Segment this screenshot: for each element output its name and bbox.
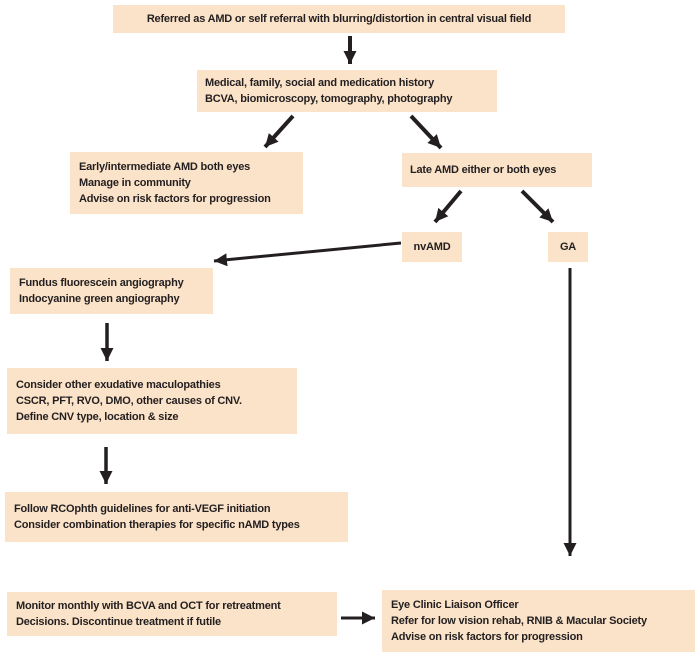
node-nvamd-line: nvAMD [413, 241, 451, 253]
node-early-line: Manage in community [79, 177, 191, 189]
node-guidelines: Follow RCOphth guidelines for anti-VEGF … [5, 492, 348, 542]
node-ga-line: GA [559, 241, 577, 253]
node-monitor-line: Monitor monthly with BCVA and OCT for re… [16, 600, 281, 612]
node-maculopathies-line: CSCR, PFT, RVO, DMO, other causes of CNV… [16, 395, 242, 407]
node-liaison-line: Eye Clinic Liaison Officer [391, 599, 519, 611]
arrow-late-to-nvamd [433, 189, 463, 224]
arrow-nvamd-to-angiography [213, 241, 402, 267]
node-liaison-line: Advise on risk factors for progression [391, 631, 583, 643]
node-ga: GA [548, 232, 588, 262]
node-angiography-line: Indocyanine green angiography [19, 293, 180, 305]
node-referral-line: Referred as AMD or self referral with bl… [146, 13, 532, 25]
node-angiography-line: Fundus fluorescein angiography [19, 277, 184, 289]
arrow-history-to-late [409, 114, 443, 150]
node-eye-clinic-liaison: Eye Clinic Liaison Officer Refer for low… [382, 590, 695, 652]
node-nvamd: nvAMD [402, 232, 462, 262]
node-early-line: Early/intermediate AMD both eyes [79, 161, 251, 173]
node-early-intermediate-amd: Early/intermediate AMD both eyes Manage … [70, 152, 303, 214]
node-monitor-line: Decisions. Discontinue treatment if futi… [16, 616, 221, 628]
arrow-history-to-early [263, 114, 295, 149]
node-history: Medical, family, social and medication h… [197, 70, 497, 112]
arrow-late-to-ga [520, 189, 555, 224]
node-history-line: BCVA, biomicroscopy, tomography, photogr… [205, 93, 453, 105]
node-late-line: Late AMD either or both eyes [410, 164, 557, 176]
node-monitor: Monitor monthly with BCVA and OCT for re… [7, 592, 337, 636]
node-maculopathies-line: Define CNV type, location & size [16, 411, 179, 423]
node-liaison-line: Refer for low vision rehab, RNIB & Macul… [391, 615, 647, 627]
node-early-line: Advise on risk factors for progression [79, 193, 271, 205]
node-maculopathies-line: Consider other exudative maculopathies [16, 379, 221, 391]
node-guidelines-line: Follow RCOphth guidelines for anti-VEGF … [14, 503, 271, 515]
node-angiography: Fundus fluorescein angiography Indocyani… [10, 268, 213, 314]
node-history-line: Medical, family, social and medication h… [205, 77, 434, 89]
node-guidelines-line: Consider combination therapies for speci… [14, 519, 300, 531]
node-referral: Referred as AMD or self referral with bl… [113, 5, 565, 33]
node-maculopathies: Consider other exudative maculopathies C… [7, 368, 297, 434]
node-late-amd: Late AMD either or both eyes [402, 153, 592, 187]
